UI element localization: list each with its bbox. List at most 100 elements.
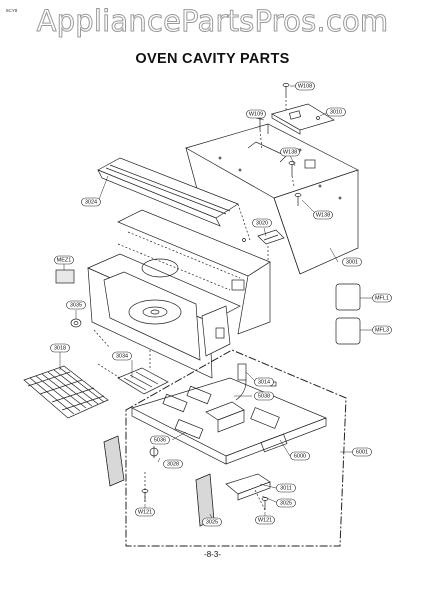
callout-p3024: 3024 <box>81 197 101 207</box>
callout-text: 3020 <box>256 220 268 226</box>
screw-w108 <box>282 83 290 96</box>
manual-mfl1 <box>335 283 361 311</box>
callout-p3028: 3028 <box>163 459 183 469</box>
callout-bubble <box>135 507 155 517</box>
callout-bubble <box>372 325 392 335</box>
callout-text: W121 <box>258 517 272 523</box>
manual-mfl3 <box>335 317 361 345</box>
callout-w138b: W138 <box>313 210 333 220</box>
callout-text: 6000 <box>294 453 306 459</box>
top-bracket <box>271 103 335 135</box>
knob <box>70 318 82 328</box>
callout-text: W121 <box>138 509 152 515</box>
callout-bubble <box>326 107 346 117</box>
label-sticker <box>55 269 75 284</box>
callout-w121a: W121 <box>135 507 155 517</box>
callout-mfl1: MFL1 <box>372 293 392 303</box>
callout-bubble <box>352 447 372 457</box>
outer-cabinet <box>185 123 359 275</box>
callout-bubble <box>313 210 333 220</box>
callout-bubble <box>276 483 296 493</box>
oven-cavity <box>87 209 271 379</box>
small-bracket <box>257 229 285 245</box>
callout-text: MEZ1 <box>57 257 72 263</box>
callout-p3025b: 3025 <box>202 517 222 527</box>
callout-bubble <box>112 351 132 361</box>
callout-text: 3011 <box>280 485 292 491</box>
callout-text: MFL1 <box>375 295 389 301</box>
callout-p3035: 3035 <box>66 300 86 310</box>
screw-w138a <box>288 161 296 176</box>
callout-bubble <box>254 377 274 387</box>
callout-p3025a: 3025 <box>276 498 296 508</box>
callout-p3020: 3020 <box>252 218 272 228</box>
callout-text: 3034 <box>116 353 128 359</box>
callout-text: 3001 <box>346 259 358 265</box>
callout-bubble <box>66 300 86 310</box>
screw-w121b <box>261 497 269 510</box>
callout-p3018: 3018 <box>50 343 70 353</box>
callout-p6001: 6001 <box>352 447 372 457</box>
callout-bubble <box>254 391 274 401</box>
vent-cover <box>225 473 271 501</box>
callout-text: W109 <box>249 111 263 117</box>
callout-bubble <box>202 517 222 527</box>
callout-p5036: 5036 <box>150 435 170 445</box>
callout-text: 3025 <box>280 500 292 506</box>
callout-bubble <box>280 147 300 157</box>
callout-bubble <box>246 109 266 119</box>
filter-grille <box>117 367 169 395</box>
callout-w121b: W121 <box>255 515 275 525</box>
alignment-lines <box>93 96 295 511</box>
callout-text: 5036 <box>154 437 166 443</box>
callout-bubble <box>255 515 275 525</box>
callout-mfl3: MFL3 <box>372 325 392 335</box>
callout-bubble <box>342 257 362 267</box>
callout-bubble <box>295 81 315 91</box>
callout-bubble <box>163 459 183 469</box>
callout-bubble <box>54 255 74 265</box>
callout-bubble <box>290 451 310 461</box>
callout-text: W108 <box>298 83 312 89</box>
callout-p5038: 5038 <box>254 391 274 401</box>
callout-text: 3018 <box>54 345 66 351</box>
callout-bubble <box>81 197 101 207</box>
callout-bubble <box>252 218 272 228</box>
callout-text: 3025 <box>206 519 218 525</box>
callout-text: W138 <box>316 212 330 218</box>
grease-filter-left <box>103 435 125 487</box>
callout-text: 6001 <box>356 449 368 455</box>
front-panel <box>97 157 239 227</box>
callout-bubble <box>50 343 70 353</box>
watermark: AppliancePartsPros.com <box>36 4 389 39</box>
callout-text: 3010 <box>330 109 342 115</box>
assembly-boundary <box>125 349 347 547</box>
callout-p3014: 3014 <box>254 377 274 387</box>
callout-p3034: 3034 <box>112 351 132 361</box>
oven-rack <box>23 365 109 419</box>
callout-w108: W108 <box>295 81 315 91</box>
callout-p6000: 6000 <box>290 451 310 461</box>
latch-part <box>149 446 159 458</box>
callout-bubble <box>150 435 170 445</box>
callout-bubble <box>372 293 392 303</box>
callout-text: 3014 <box>258 379 270 385</box>
callout-text: 3024 <box>85 199 97 205</box>
corner-code: 6CY8 <box>6 8 18 13</box>
callout-text: 3035 <box>70 302 82 308</box>
leader-lines <box>59 85 372 519</box>
callout-text: 5038 <box>258 393 270 399</box>
callout-text: W138 <box>283 149 297 155</box>
callout-p3001: 3001 <box>342 257 362 267</box>
diagram-title: OVEN CAVITY PARTS <box>135 51 290 67</box>
callout-text: 3028 <box>167 461 179 467</box>
page-number: -8-3- <box>204 550 221 559</box>
base-plate <box>131 363 327 465</box>
callout-bubble <box>276 498 296 508</box>
callout-w109: W109 <box>246 109 266 119</box>
screw-w138b <box>294 193 302 206</box>
callout-text: MFL3 <box>375 327 389 333</box>
